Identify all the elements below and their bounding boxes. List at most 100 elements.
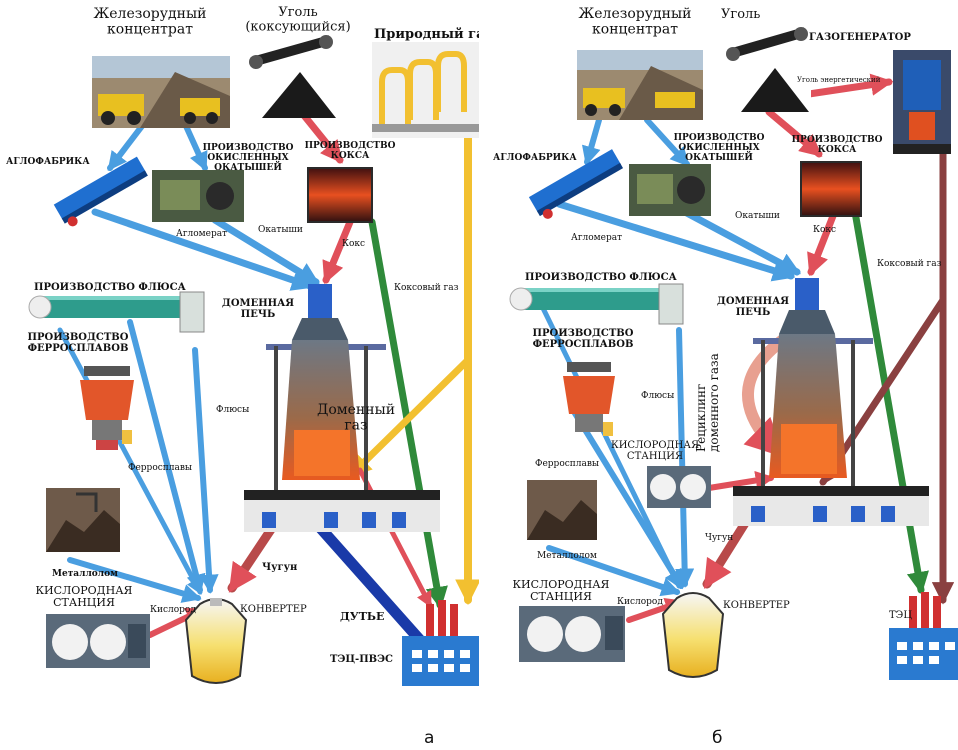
scrap-metal-image xyxy=(46,488,120,552)
arrow-coke xyxy=(322,218,354,285)
arrow-flux-plant xyxy=(536,297,682,589)
caption-a: а xyxy=(424,728,435,748)
label-gasifier: ГАЗОГЕНЕРАТОР xyxy=(809,32,911,43)
converter-image xyxy=(661,592,725,678)
label-sinter-plant: АГЛОФАБРИКА xyxy=(6,157,90,167)
label-coke: Кокс xyxy=(342,239,365,249)
label-fluxes: Флюсы xyxy=(641,391,674,401)
label-oxygen: Кислород xyxy=(150,605,196,615)
flow-arrows xyxy=(536,73,955,623)
sinter-plant-image xyxy=(528,149,624,219)
iron-ore-image xyxy=(577,50,703,120)
arrow-coke-gas xyxy=(368,218,448,610)
label-scrap: Металлолом xyxy=(537,551,597,561)
arrow-energy-coal xyxy=(805,73,894,98)
arrow-agglomerate xyxy=(91,208,315,291)
natural-gas-pipes-image xyxy=(372,42,479,138)
arrow-ore-to-sinter xyxy=(107,123,145,172)
label-flux-plant: ПРОИЗВОДСТВО ФЛЮСА xyxy=(34,282,187,293)
blast-furnace-image xyxy=(733,278,929,526)
label-coal: Уголь(коксующийся) xyxy=(245,5,350,34)
chp-plant-image xyxy=(889,592,958,680)
arrow-coke-gas xyxy=(851,208,929,595)
oxygen-station-image xyxy=(519,606,625,662)
gasifier-image xyxy=(893,50,951,154)
arrow-oxygen-to-furnace xyxy=(706,470,775,491)
label-coke-gas: Коксовый газ xyxy=(394,283,459,293)
flow-arrows xyxy=(57,56,479,646)
arrow-scrap xyxy=(67,557,202,603)
arrow-coal-to-coke xyxy=(765,108,823,158)
label-natural-gas: Природный газ xyxy=(374,27,479,42)
ferroalloy-furnace-image xyxy=(80,366,134,450)
sinter-plant-image xyxy=(53,156,148,227)
arrow-pig-iron xyxy=(227,523,277,593)
label-flux-plant: ПРОИЗВОДСТВО ФЛЮСА xyxy=(525,272,678,283)
label-fluxes: Флюсы xyxy=(216,405,249,415)
blast-furnace-image xyxy=(244,284,440,532)
label-pig-iron: Чугун xyxy=(705,533,733,543)
arrow-fluxes xyxy=(192,347,219,594)
label-agglomerate: Агломерат xyxy=(571,233,622,243)
ferroalloy-furnace-image xyxy=(563,362,615,436)
arrow-ferroalloys xyxy=(127,319,206,594)
label-agglomerate: Агломерат xyxy=(176,229,227,239)
label-converter: КОНВЕРТЕР xyxy=(723,600,790,611)
label-converter: КОНВЕРТЕР xyxy=(240,604,307,615)
iron-ore-image xyxy=(92,56,230,128)
label-coke-gas: Коксовый газ xyxy=(877,259,942,269)
arrow-pig-iron xyxy=(702,515,752,589)
coke-plant-image xyxy=(307,167,373,223)
label-scrap: Металлолом xyxy=(52,569,118,579)
pellet-plant-image xyxy=(152,170,244,222)
pellet-plant-image xyxy=(629,164,711,216)
flux-plant-image xyxy=(509,283,684,325)
label-ferroalloys: Ферросплавы xyxy=(535,459,599,469)
label-pellets: Окатыши xyxy=(735,211,780,221)
coke-plant-image xyxy=(800,161,862,217)
label-sinter-plant: АГЛОФАБРИКА xyxy=(493,153,577,163)
label-energy-coal: Уголь энергетический xyxy=(797,76,881,84)
oxygen-station-image xyxy=(46,614,150,668)
label-ferroalloys: Ферросплавы xyxy=(128,463,192,473)
scrap-metal-image xyxy=(527,480,597,540)
label-pig-iron: Чугун xyxy=(262,562,297,573)
label-chp: ТЭЦ-ПВЭС xyxy=(330,654,393,665)
label-oxygen: Кислород xyxy=(617,597,663,607)
arrow-coke xyxy=(807,212,837,277)
coal-conveyor-image xyxy=(249,35,336,118)
arrow-scrap xyxy=(546,545,681,597)
label-recycling: Рециклингдоменного газа xyxy=(694,353,721,452)
arrow-fluxes xyxy=(675,327,695,588)
oxygen-station-upper-image xyxy=(647,466,711,508)
label-blast: ДУТЬЕ xyxy=(340,610,384,623)
chp-plant-image xyxy=(402,600,479,686)
converter-image xyxy=(184,598,248,684)
flux-plant-image xyxy=(28,291,205,333)
arrow-ore-to-sinter xyxy=(581,117,602,166)
coal-conveyor-image xyxy=(726,27,811,112)
arrow-ore-to-pellets xyxy=(183,123,208,172)
label-chp: ТЭЦ xyxy=(889,610,912,621)
arrow-pellets xyxy=(681,208,801,276)
arrow-agglomerate xyxy=(555,200,796,282)
arrow-ore-to-pellets xyxy=(644,117,690,167)
